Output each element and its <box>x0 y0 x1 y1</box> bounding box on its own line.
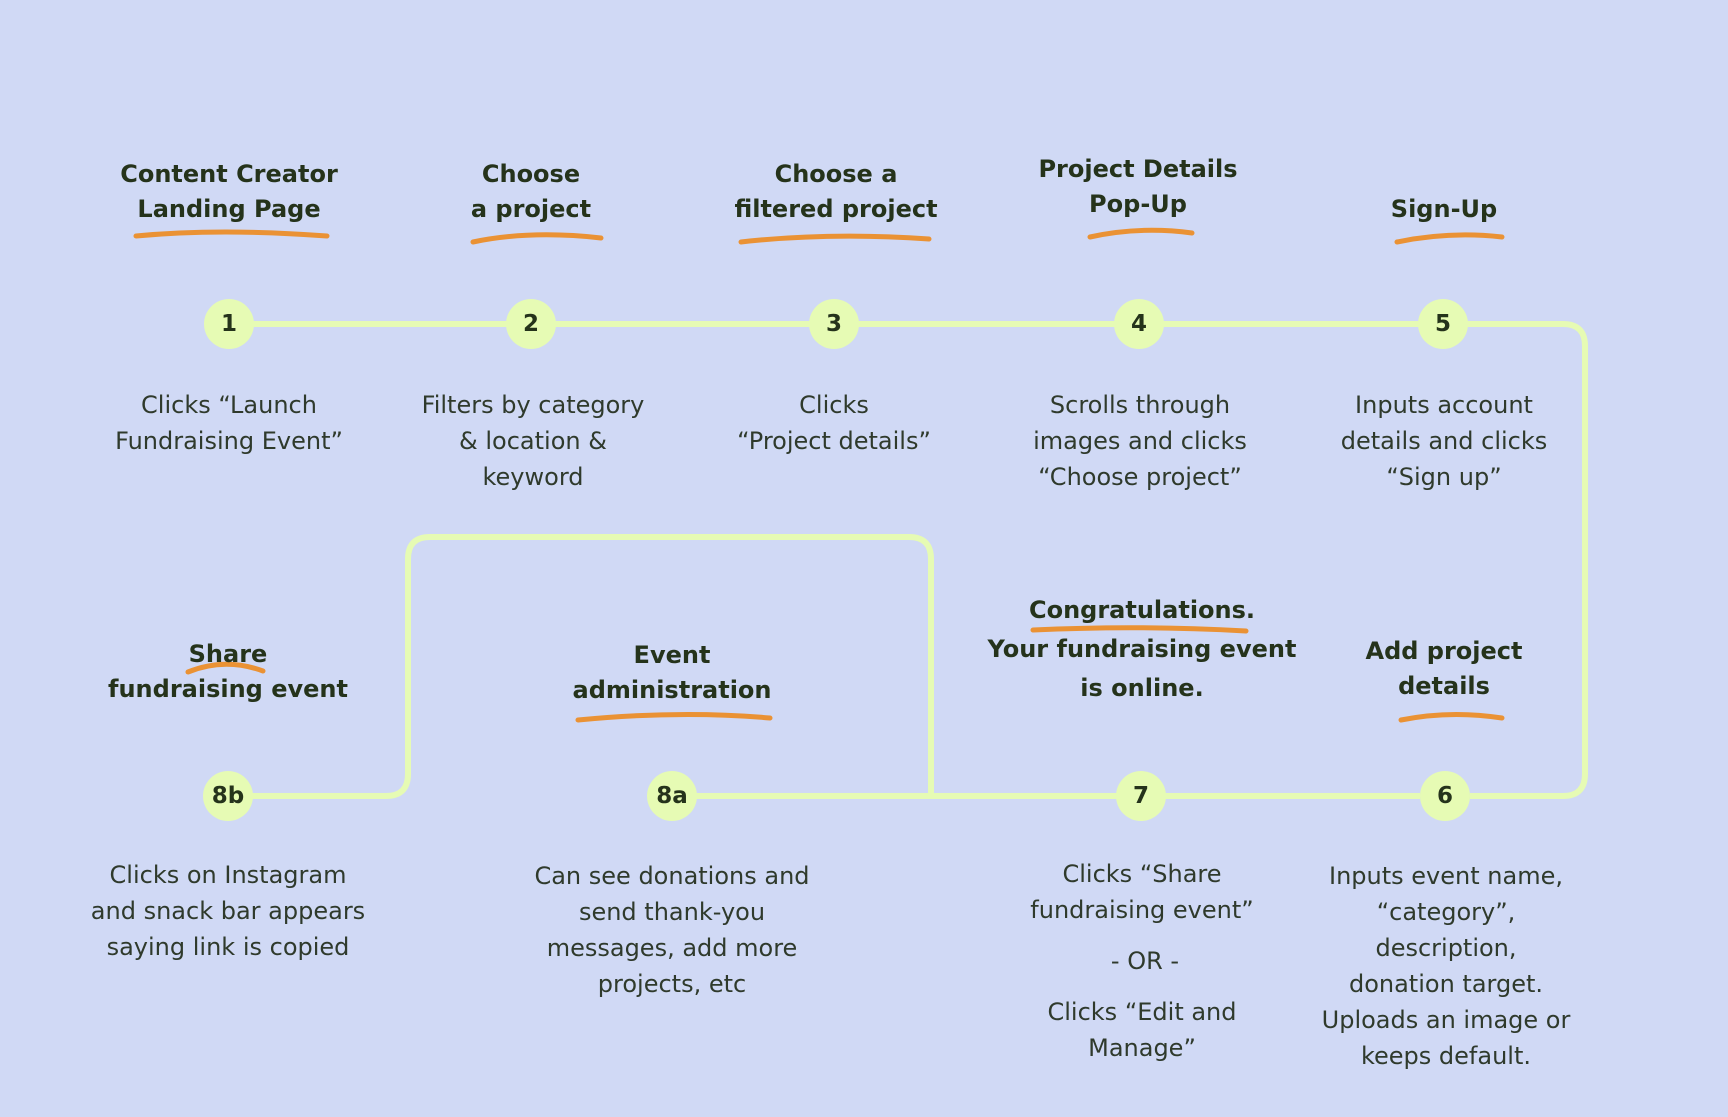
underline-step-8b <box>185 661 266 675</box>
step-7-node: 7 <box>1116 771 1166 821</box>
branch-connector-to-8b <box>250 534 934 799</box>
step-3-node: 3 <box>809 299 859 349</box>
underline-step-3 <box>738 233 932 245</box>
underline-step-4 <box>1087 227 1195 240</box>
step-8a-node: 8a <box>647 771 697 821</box>
step-4-title: Project Details Pop-Up <box>1038 155 1238 218</box>
step-2-description: Filters by category & location & keyword <box>421 391 645 491</box>
step-1-node: 1 <box>204 299 254 349</box>
step-8b-node: 8b <box>203 771 253 821</box>
underline-step-2 <box>470 232 604 245</box>
underline-step-6 <box>1398 711 1505 723</box>
step-7-description-alt: Clicks “Edit and Manage” <box>1047 998 1237 1062</box>
step-4-description: Scrolls through images and clicks “Choos… <box>1033 391 1247 491</box>
underline-step-5 <box>1394 232 1505 245</box>
step-5-title: Sign-Up <box>1390 195 1498 223</box>
step-5-node: 5 <box>1418 299 1468 349</box>
step-6-description: Inputs event name, “category”, descripti… <box>1321 862 1571 1070</box>
step-1-description: Clicks “Launch Fundraising Event” <box>115 391 343 455</box>
step-6-node: 6 <box>1420 771 1470 821</box>
top-row-connector <box>228 321 1588 799</box>
step-2-node: 2 <box>506 299 556 349</box>
step-5-description: Inputs account details and clicks “Sign … <box>1340 391 1548 491</box>
step-8a-title: Event administration <box>572 641 772 704</box>
step-8a-description: Can see donations and send thank-you mes… <box>534 862 810 998</box>
step-6-title: Add project details <box>1365 637 1523 700</box>
step-2-title: Choose a project <box>470 160 592 223</box>
step-7-description: Clicks “Share fundraising event” <box>1030 860 1254 924</box>
step-3-description: Clicks “Project details” <box>737 391 931 455</box>
step-3-title: Choose a filtered project <box>734 160 938 223</box>
step-8b-description: Clicks on Instagram and snack bar appear… <box>90 861 366 961</box>
step-4-node: 4 <box>1114 299 1164 349</box>
step-7-title: Congratulations. Your fundraising event … <box>987 596 1297 702</box>
step-7-or-label: - OR - <box>1110 947 1180 975</box>
underline-step-7 <box>1030 625 1249 634</box>
underline-step-8a <box>575 711 773 723</box>
step-1-title: Content Creator Landing Page <box>120 160 338 223</box>
underline-step-1 <box>133 229 330 239</box>
step-8b-title: Share fundraising event <box>108 640 348 703</box>
